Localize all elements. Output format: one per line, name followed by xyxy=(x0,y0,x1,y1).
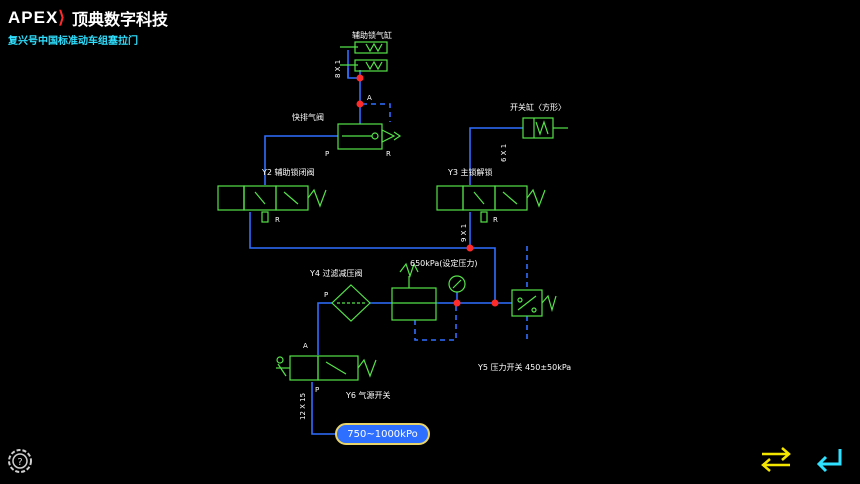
switch-button[interactable] xyxy=(758,444,794,474)
page-subtitle: 复兴号中国标准动车组塞拉门 xyxy=(8,36,138,47)
supply-pressure-badge: 750~1000kPo xyxy=(335,423,430,445)
pipe-spec-label: 6 X 1 xyxy=(500,144,508,162)
return-arrow-icon xyxy=(816,449,842,473)
port-label: R xyxy=(386,150,391,158)
brand-name: 顶典数字科技 xyxy=(71,10,168,29)
gear-help-icon: ? xyxy=(8,449,32,473)
port-label: R xyxy=(493,216,498,224)
pipe-spec-label: 12 X 15 xyxy=(299,393,307,420)
quick-exhaust-valve xyxy=(337,123,402,150)
return-button[interactable] xyxy=(814,446,844,474)
label-y6: Y6 气源开关 xyxy=(345,390,391,400)
help-button[interactable]: ? xyxy=(7,448,33,474)
y6-source-valve xyxy=(276,355,377,381)
aux-lock-cylinder xyxy=(340,41,388,72)
label-switch-cylinder: 开关缸〈方形〉 xyxy=(510,102,566,112)
label-setpoint: 650kPa(设定压力) xyxy=(410,258,478,268)
y2-aux-lock-valve xyxy=(217,185,327,223)
label-aux-lock-cylinder: 辅助锁气缸 xyxy=(352,30,392,40)
brand-logo: APEX⟩ xyxy=(8,8,66,27)
switch-cylinder xyxy=(522,117,568,139)
y4-filter-regulator xyxy=(331,262,466,322)
port-label: P xyxy=(325,150,329,158)
pipes xyxy=(249,50,528,435)
port-label: R xyxy=(275,216,280,224)
port-label: A xyxy=(367,94,372,102)
pipe-spec-label: 8 X 1 xyxy=(334,60,342,78)
brand: APEX⟩ 顶典数字科技 xyxy=(8,6,168,30)
svg-text:?: ? xyxy=(17,457,22,468)
y5-pressure-switch xyxy=(511,289,557,317)
y3-main-unlock-valve xyxy=(436,185,546,223)
port-label: P xyxy=(324,291,328,299)
label-quick-exhaust: 快排气阀 xyxy=(292,112,324,122)
label-y5: Y5 压力开关 450±50kPa xyxy=(477,362,571,372)
pipe-spec-label: 9 X 1 xyxy=(460,224,468,242)
swap-arrows-icon xyxy=(761,447,791,472)
junction-points xyxy=(356,74,499,307)
port-label: A xyxy=(303,342,308,350)
port-label: P xyxy=(315,386,319,394)
label-y4: Y4 过滤减压阀 xyxy=(309,268,363,278)
label-y2: Y2 辅助锁闭阀 xyxy=(261,167,315,177)
label-y3: Y3 主锁解锁 xyxy=(447,167,493,177)
